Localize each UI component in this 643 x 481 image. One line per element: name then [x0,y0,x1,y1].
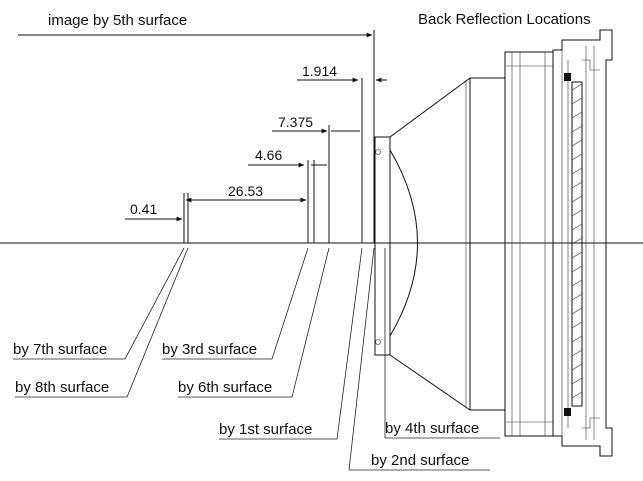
dim-2653: 26.53 [185,183,307,203]
callout-3rd: by 3rd surface [162,247,309,360]
diagram-title: Back Reflection Locations [418,11,591,28]
rear-mount-flange [552,29,613,457]
callout-2nd-label: by 2nd surface [371,452,469,469]
dim-041-label: 0.41 [130,201,157,217]
dim-466-label: 4.66 [255,147,282,163]
dim-1914-label: 1.914 [302,63,337,79]
seal-top [564,73,571,81]
dim-1914: 1.914 [297,63,387,243]
callout-4th-label: by 4th surface [385,420,479,437]
callout-8th-label: by 8th surface [15,379,109,396]
dim-466: 4.66 [248,147,327,243]
callout-7th: by 7th surface [13,247,185,360]
dim-041: 0.41 [125,193,189,243]
callout-3rd-label: by 3rd surface [162,341,257,358]
dim-5th-surface-label: image by 5th surface [48,12,187,29]
callout-6th: by 6th surface [178,247,330,398]
rear-glass-plate [571,81,583,407]
callout-1st: by 1st surface [219,247,363,440]
callout-1st-label: by 1st surface [219,421,312,438]
front-lens-element [374,136,391,356]
curved-lens-surface [389,149,418,337]
callout-8th: by 8th surface [15,247,189,398]
lens-assembly [374,29,613,457]
callout-6th-label: by 6th surface [178,379,272,396]
dim-7375-label: 7.375 [278,114,313,130]
dim-2653-label: 26.53 [228,183,263,199]
callout-7th-label: by 7th surface [13,341,107,358]
callout-2nd: by 2nd surface [348,247,490,471]
dim-5th-surface: image by 5th surface [18,12,375,243]
seal-bottom [564,408,571,416]
callout-4th: by 4th surface [384,248,500,439]
dim-7375: 7.375 [272,114,360,243]
